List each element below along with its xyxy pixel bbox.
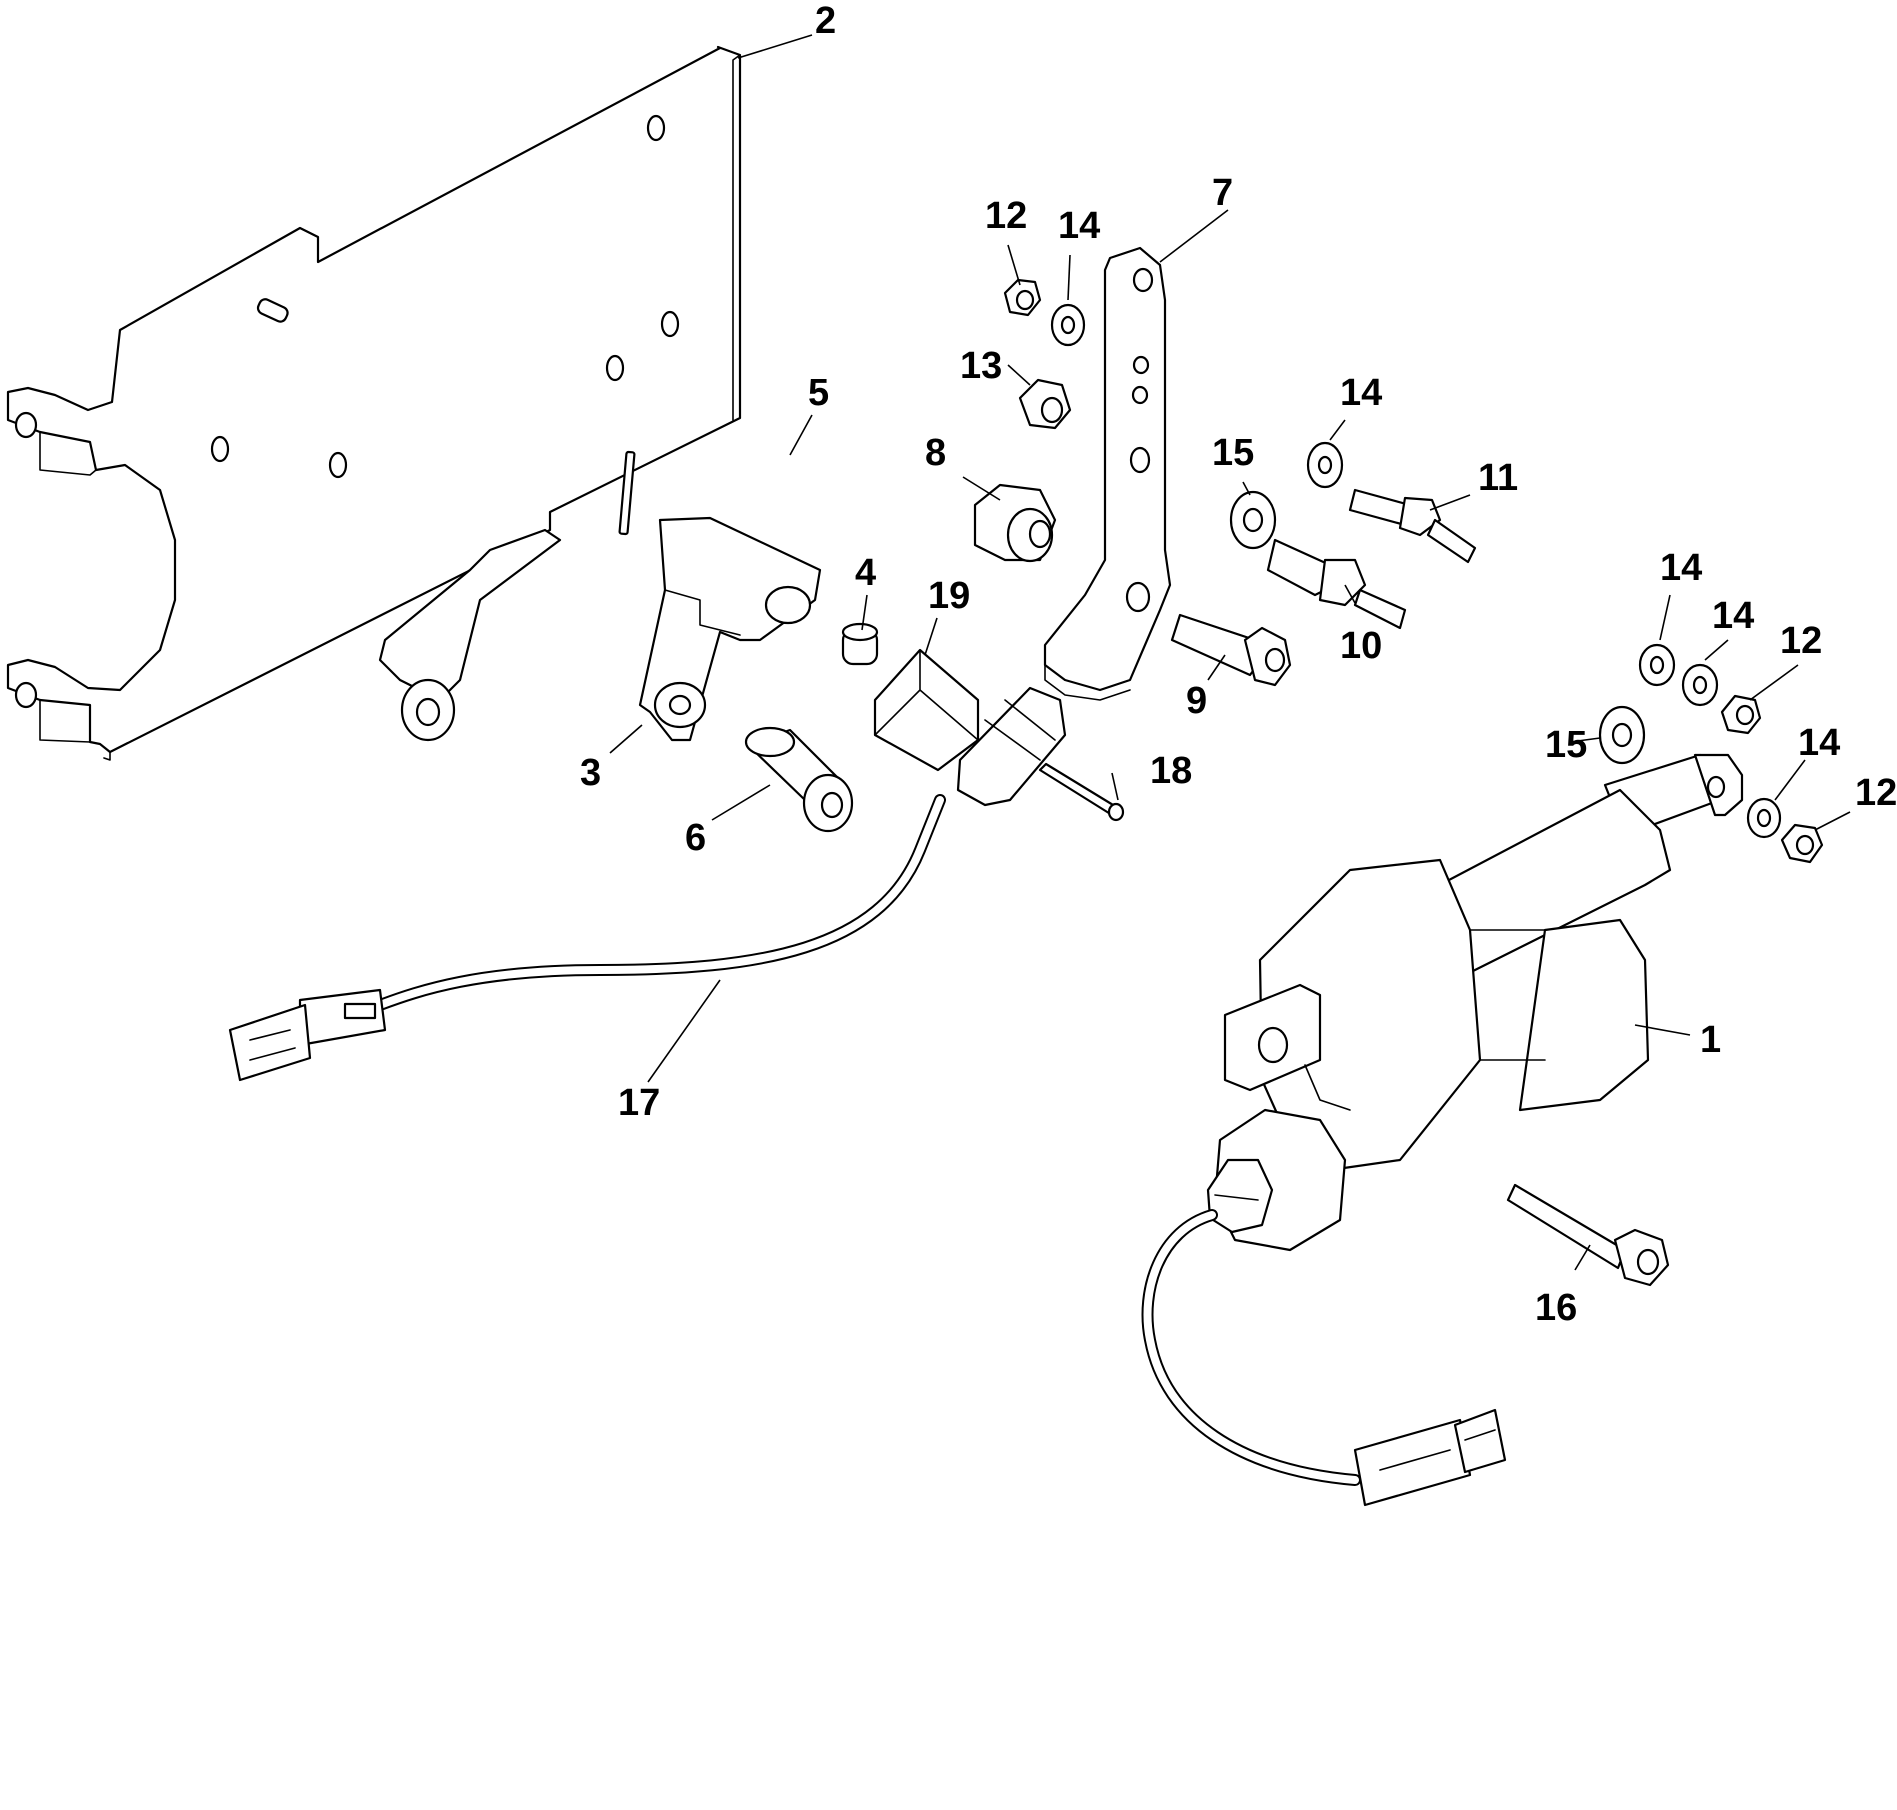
callout-11: 11 — [1478, 457, 1518, 499]
actuator — [1141, 753, 1744, 1507]
spacer-bushing — [973, 483, 1057, 563]
callout-2: 2 — [815, 0, 836, 42]
switch-screw — [1038, 762, 1125, 822]
callout-12-top: 12 — [985, 195, 1027, 237]
callout-13: 13 — [960, 345, 1002, 387]
nut-12-top — [1003, 278, 1042, 317]
bracket — [638, 516, 822, 742]
callout-15-upper: 15 — [1212, 432, 1254, 474]
lever-arm — [1043, 246, 1172, 701]
callouts: 1 2 3 4 5 6 7 8 9 10 11 12 12 12 13 14 1… — [580, 0, 1897, 1329]
switch-block — [873, 648, 980, 772]
callout-18: 18 — [1150, 750, 1192, 792]
callout-1: 1 — [1700, 1019, 1721, 1061]
callout-19: 19 — [928, 575, 970, 617]
sensor-harness — [228, 686, 1067, 1082]
callout-14-mid: 14 — [1340, 372, 1382, 414]
callout-6: 6 — [685, 817, 706, 859]
washer-14-mid — [1306, 441, 1344, 489]
callout-16: 16 — [1535, 1287, 1577, 1329]
callout-4: 4 — [855, 552, 876, 594]
callout-14-right-b: 14 — [1712, 595, 1754, 637]
bolt-16 — [1506, 1183, 1670, 1287]
washer-14-right-b — [1681, 663, 1719, 707]
bolt-9 — [1170, 613, 1292, 687]
callout-14-right-a: 14 — [1660, 547, 1702, 589]
callout-15-lower: 15 — [1545, 724, 1587, 766]
nut-12-lower — [1780, 823, 1824, 864]
callout-3: 3 — [580, 752, 601, 794]
spacer — [744, 726, 854, 833]
nut-13 — [1018, 378, 1072, 430]
callout-14-top: 14 — [1058, 205, 1100, 247]
callout-17: 17 — [618, 1082, 660, 1124]
callout-9: 9 — [1186, 680, 1207, 722]
callout-7: 7 — [1212, 172, 1233, 214]
callout-10: 10 — [1340, 625, 1382, 667]
mounting-plate — [6, 45, 742, 761]
callout-5: 5 — [808, 372, 829, 414]
callout-8: 8 — [925, 432, 946, 474]
stud-10 — [1266, 538, 1407, 630]
nut-12-right — [1720, 694, 1762, 735]
washer-14-lower — [1746, 797, 1782, 839]
washer-15-upper — [1229, 490, 1277, 550]
leader-lines — [609, 34, 1851, 1271]
bushing-small — [841, 622, 879, 666]
stud-11 — [1348, 488, 1477, 564]
callout-12-lower: 12 — [1855, 772, 1897, 814]
roll-pin — [618, 450, 636, 536]
callout-14-lower: 14 — [1798, 722, 1840, 764]
washer-15-lower — [1598, 705, 1646, 765]
washer-14-top — [1050, 303, 1086, 347]
washer-14-right-a — [1638, 643, 1676, 687]
callout-12-right: 12 — [1780, 620, 1822, 662]
